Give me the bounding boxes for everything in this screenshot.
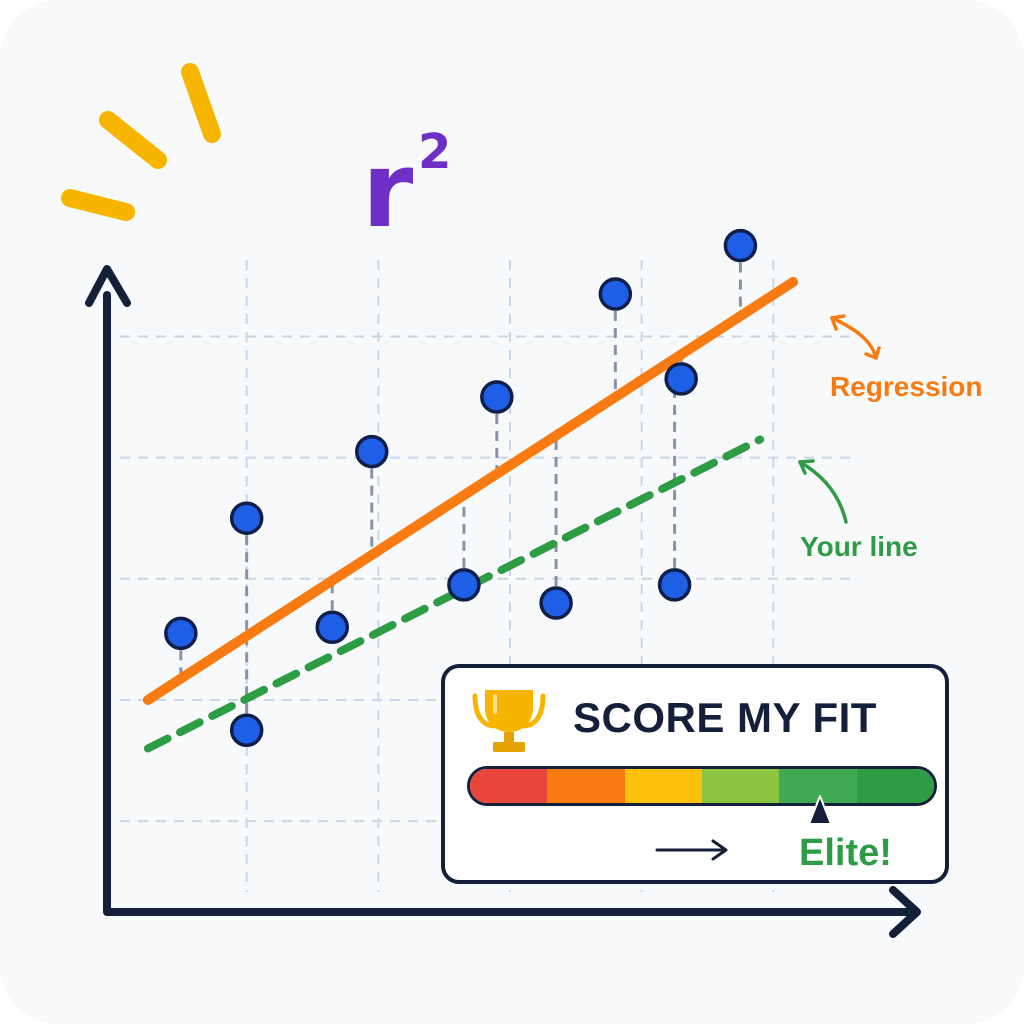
data-point	[664, 362, 698, 396]
data-point	[164, 616, 198, 651]
r-squared-exponent: 2	[418, 124, 451, 180]
score-meter-segment	[470, 769, 548, 803]
data-point	[229, 501, 264, 535]
right-arrow-icon	[655, 839, 728, 861]
score-meter-segment	[701, 769, 780, 803]
regression-pointer-icon	[830, 316, 878, 360]
data-point	[723, 228, 758, 263]
score-pointer-icon	[807, 795, 832, 825]
score-my-fit-card[interactable]: SCORE MY FIT Elite!	[441, 664, 949, 884]
data-point	[598, 277, 633, 311]
score-meter-segment	[856, 769, 934, 803]
r-squared-symbol: r	[362, 129, 413, 251]
score-rating: Elite!	[799, 832, 892, 874]
data-point	[355, 434, 389, 469]
score-meter	[467, 766, 937, 806]
trophy-icon	[472, 690, 546, 752]
score-title: SCORE MY FIT	[573, 694, 877, 741]
sparkle-stroke	[99, 111, 167, 169]
data-point	[480, 380, 514, 414]
data-point	[447, 568, 481, 602]
sparkle-stroke	[61, 189, 135, 221]
data-point	[539, 586, 573, 620]
data-point	[657, 568, 692, 602]
regression-line	[142, 276, 799, 705]
axis-lines	[103, 291, 914, 916]
score-meter-segment	[547, 769, 625, 803]
axes	[85, 265, 921, 938]
sparkle-stroke	[181, 63, 221, 143]
your-line-arrowhead	[798, 459, 815, 475]
data-point	[229, 713, 264, 747]
your-line-pointer-icon	[798, 460, 848, 524]
sparkle-burst-icon	[61, 63, 221, 221]
y-axis-arrow-icon	[85, 265, 131, 307]
data-point	[315, 610, 349, 645]
score-meter-segment	[624, 769, 702, 803]
your-line-label: Your line	[800, 531, 918, 562]
x-axis-arrow-icon	[889, 886, 921, 938]
regression-label: Regression	[830, 371, 983, 402]
regression-arrowheads	[830, 314, 881, 360]
